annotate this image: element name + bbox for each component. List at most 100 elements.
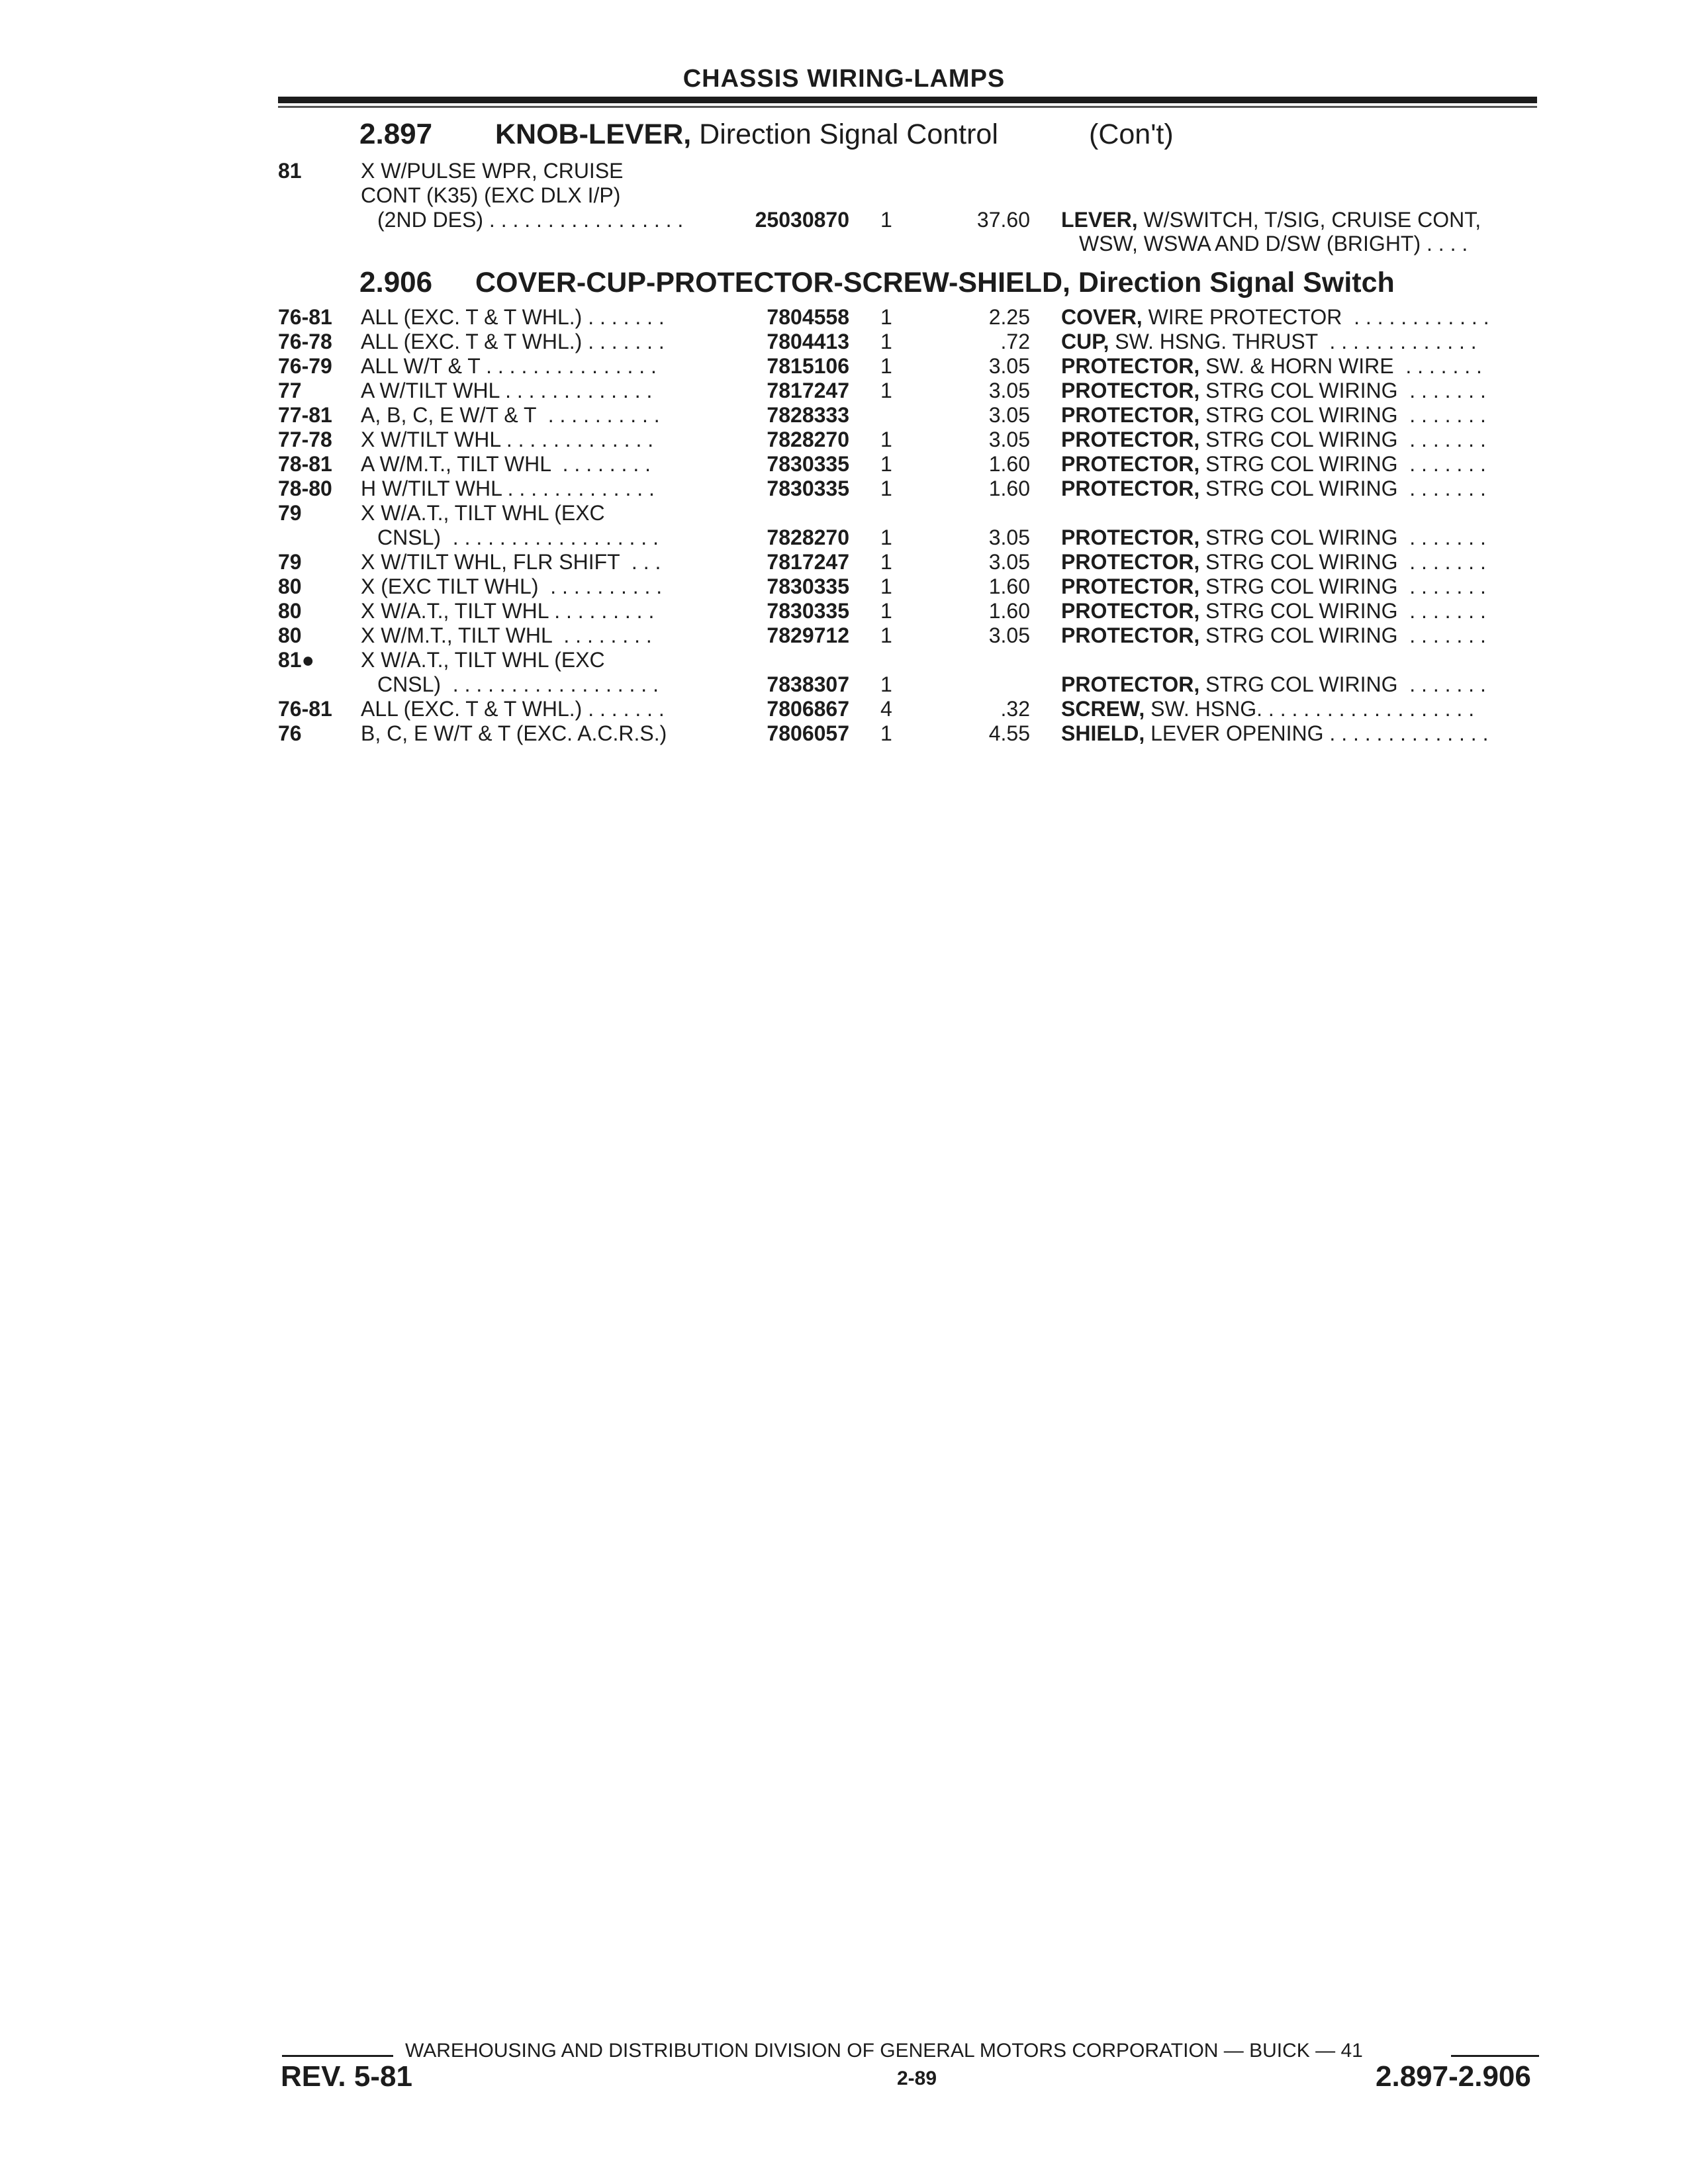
quantity: 1 (880, 379, 892, 402)
part-name-bold: PROTECTOR, (1061, 428, 1200, 451)
section-number: 2.906 (359, 266, 433, 298)
quantity: 1 (880, 354, 892, 378)
price: 3.05 (988, 403, 1030, 427)
price: 1.60 (988, 574, 1030, 598)
part-number: 7828270 (767, 525, 849, 549)
part-name: PROTECTOR, STRG COL WIRING . . . . . . . (1061, 599, 1486, 623)
part-number: 7828333 (767, 403, 849, 427)
quantity: 4 (880, 697, 892, 721)
model-year: 79 (278, 501, 302, 525)
part-name-rest: W/SWITCH, T/SIG, CRUISE CONT, (1137, 207, 1481, 232)
part-number: 7830335 (767, 477, 849, 500)
usage-description: H W/TILT WHL . . . . . . . . . . . . . (361, 477, 655, 500)
part-name: PROTECTOR, STRG COL WIRING . . . . . . . (1061, 623, 1486, 648)
usage-description: A W/TILT WHL . . . . . . . . . . . . . (361, 379, 653, 402)
model-year: 76-81 (278, 697, 332, 721)
part-number: 7817247 (767, 379, 849, 402)
page-number: 2-89 (897, 2068, 937, 2089)
part-name-bold: PROTECTOR, (1061, 574, 1200, 598)
quantity: 1 (880, 428, 892, 451)
usage-description: X (EXC TILT WHL) . . . . . . . . . . (361, 574, 663, 598)
model-year: 77 (278, 379, 302, 402)
section-continued-label: (Con't) (1089, 118, 1174, 150)
part-name-rest: WSW, WSWA AND D/SW (BRIGHT) . . . . (1079, 232, 1468, 256)
usage-description: CONT (K35) (EXC DLX I/P) (361, 183, 621, 207)
section-title-rest: Direction Signal Control (691, 118, 998, 150)
usage-description: CNSL) . . . . . . . . . . . . . . . . . … (377, 672, 659, 696)
part-name-rest: STRG COL WIRING . . . . . . . (1199, 672, 1486, 696)
price: .72 (1000, 330, 1030, 353)
usage-description: X W/TILT WHL, FLR SHIFT . . . (361, 550, 661, 574)
price: 3.05 (988, 623, 1030, 647)
part-name-bold: PROTECTOR, (1061, 477, 1200, 500)
part-name-rest: SW. HSNG. THRUST . . . . . . . . . . . .… (1109, 330, 1477, 353)
part-number: 25030870 (755, 207, 849, 232)
part-number: 7828270 (767, 428, 849, 451)
part-name-bold: LEVER, (1061, 207, 1138, 232)
model-year: 80 (278, 574, 302, 598)
usage-description: X W/A.T., TILT WHL (EXC (361, 648, 605, 672)
model-year: 81 (278, 159, 302, 183)
part-name: PROTECTOR, STRG COL WIRING . . . . . . . (1061, 403, 1486, 428)
price: 37.60 (976, 207, 1030, 232)
model-year: 76-81 (278, 305, 332, 329)
price: 1.60 (988, 452, 1030, 476)
price: 1.60 (988, 599, 1030, 623)
part-name-rest: STRG COL WIRING . . . . . . . (1199, 403, 1486, 427)
price: 3.05 (988, 428, 1030, 451)
quantity: 1 (880, 330, 892, 353)
footer-rule-right (1451, 2055, 1539, 2057)
part-name: COVER, WIRE PROTECTOR . . . . . . . . . … (1061, 305, 1489, 330)
model-year: 76 (278, 721, 302, 745)
model-year: 78-80 (278, 477, 332, 500)
part-name-rest: STRG COL WIRING . . . . . . . (1199, 550, 1486, 574)
section-title: KNOB-LEVER, Direction Signal Control (495, 118, 998, 151)
part-name-bold: PROTECTOR, (1061, 452, 1200, 476)
quantity: 1 (880, 525, 892, 549)
part-number: 7806867 (767, 697, 849, 721)
part-name: PROTECTOR, STRG COL WIRING . . . . . . . (1061, 379, 1486, 403)
part-name-bold: PROTECTOR, (1061, 354, 1200, 378)
quantity: 1 (880, 574, 892, 598)
usage-description: B, C, E W/T & T (EXC. A.C.R.S.) (361, 721, 667, 745)
model-year: 80 (278, 599, 302, 623)
usage-description: CNSL) . . . . . . . . . . . . . . . . . … (377, 525, 659, 549)
model-year: 76-79 (278, 354, 332, 378)
part-name: PROTECTOR, STRG COL WIRING . . . . . . . (1061, 672, 1486, 697)
model-year: 80 (278, 623, 302, 647)
part-name: PROTECTOR, STRG COL WIRING . . . . . . . (1061, 574, 1486, 599)
part-number: 7838307 (767, 672, 849, 696)
part-name-bold: PROTECTOR, (1061, 379, 1200, 402)
quantity: 1 (880, 477, 892, 500)
part-name: PROTECTOR, STRG COL WIRING . . . . . . . (1061, 525, 1486, 550)
usage-description: (2ND DES) . . . . . . . . . . . . . . . … (377, 207, 684, 232)
part-name: CUP, SW. HSNG. THRUST . . . . . . . . . … (1061, 330, 1477, 354)
section-title-rest: Direction Signal Switch (1070, 267, 1395, 298)
section-title-bold: KNOB-LEVER, (495, 118, 692, 150)
part-name: SCREW, SW. HSNG. . . . . . . . . . . . .… (1061, 697, 1474, 721)
model-year: 78-81 (278, 452, 332, 476)
usage-description: A, B, C, E W/T & T . . . . . . . . . . (361, 403, 660, 427)
price: 4.55 (988, 721, 1030, 745)
part-number: 7829712 (767, 623, 849, 647)
part-number: 7830335 (767, 599, 849, 623)
page-title: CHASSIS WIRING-LAMPS (682, 65, 1006, 93)
section-number: 2.897 (359, 118, 433, 150)
quantity: 1 (880, 721, 892, 745)
usage-description: ALL W/T & T . . . . . . . . . . . . . . … (361, 354, 657, 378)
part-name: PROTECTOR, STRG COL WIRING . . . . . . . (1061, 550, 1486, 574)
quantity: 1 (880, 305, 892, 329)
usage-description: X W/M.T., TILT WHL . . . . . . . . (361, 623, 652, 647)
part-name-rest: SW. HSNG. . . . . . . . . . . . . . . . … (1145, 697, 1475, 721)
part-name-rest: STRG COL WIRING . . . . . . . (1199, 525, 1486, 549)
part-name: PROTECTOR, SW. & HORN WIRE . . . . . . . (1061, 354, 1482, 379)
quantity: 1 (880, 623, 892, 647)
part-name-bold: PROTECTOR, (1061, 525, 1200, 549)
title-divider-thin (278, 106, 1537, 108)
price: 3.05 (988, 550, 1030, 574)
part-number: 7830335 (767, 452, 849, 476)
footer-publisher-line: WAREHOUSING AND DISTRIBUTION DIVISION OF… (405, 2040, 1363, 2062)
price: 3.05 (988, 379, 1030, 402)
quantity: 1 (880, 672, 892, 696)
part-name-bold: PROTECTOR, (1061, 672, 1200, 696)
